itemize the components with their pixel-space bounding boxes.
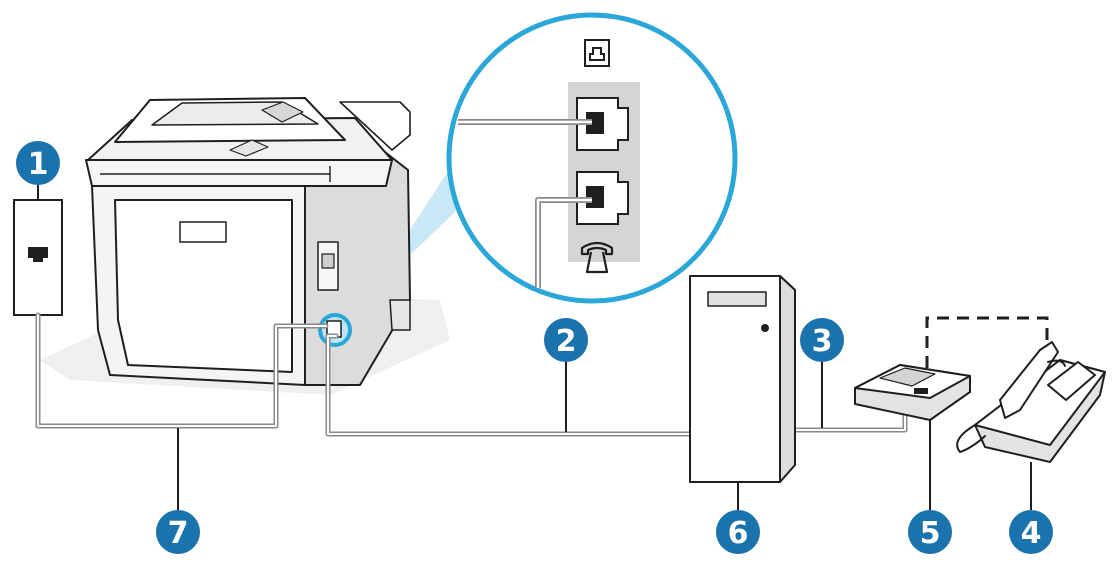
- callout-5: 5: [908, 420, 952, 554]
- svg-text:1: 1: [28, 147, 49, 182]
- svg-text:7: 7: [168, 516, 189, 551]
- zoom-detail: [446, 12, 738, 304]
- dashed-connection: [925, 316, 1049, 368]
- telephone: [956, 341, 1106, 463]
- svg-text:5: 5: [920, 516, 941, 551]
- printer: [85, 97, 411, 386]
- callout-2: 2: [544, 318, 588, 432]
- svg-text:3: 3: [812, 324, 833, 359]
- answering-machine: [854, 364, 971, 421]
- svg-text:6: 6: [728, 516, 749, 551]
- svg-text:4: 4: [1021, 516, 1042, 551]
- callout-3: 3: [800, 318, 844, 428]
- cables: [35, 312, 908, 437]
- callout-6: 6: [716, 482, 760, 554]
- callout-4: 4: [1009, 462, 1053, 554]
- callout-1: 1: [16, 141, 60, 200]
- telephone-port-icon: [580, 241, 614, 274]
- svg-text:2: 2: [556, 324, 577, 359]
- cable-3: [789, 411, 908, 433]
- computer-tower: [689, 275, 796, 483]
- line-port-icon: [584, 39, 610, 67]
- wall-telephone-jack: [13, 199, 63, 316]
- callout-7: 7: [156, 428, 200, 554]
